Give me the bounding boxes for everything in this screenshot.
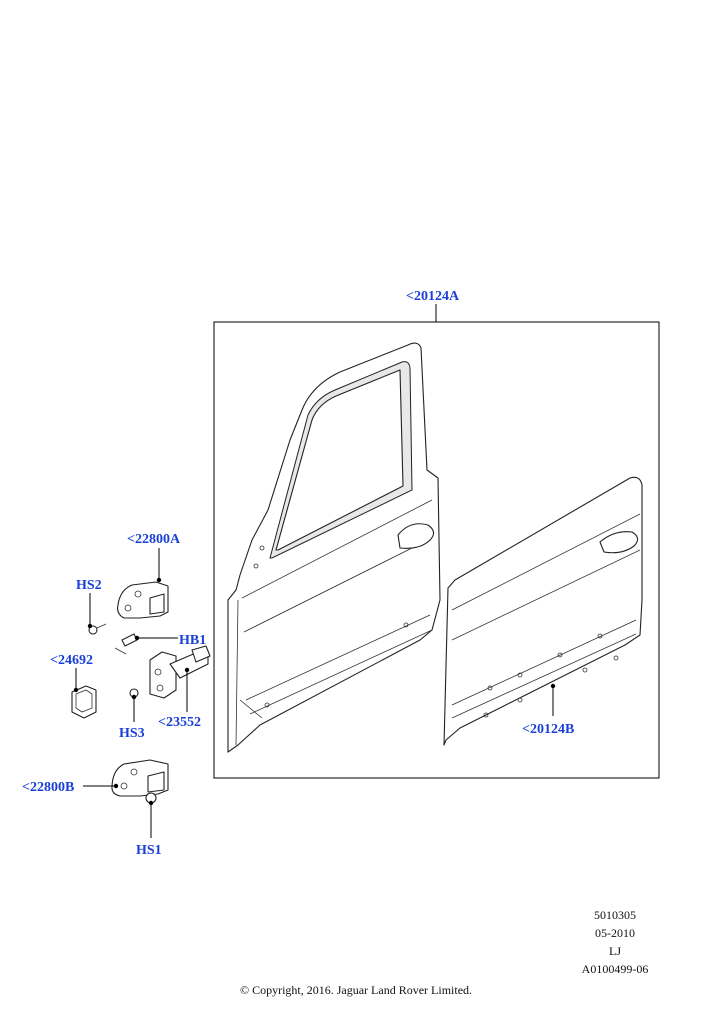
diagram-metadata: 5010305 05-2010 LJ A0100499-06	[560, 906, 670, 978]
lower-hinge-part	[83, 759, 169, 797]
diagram-code: 5010305	[594, 908, 636, 922]
callout-HS3[interactable]: HS3	[119, 726, 145, 741]
diagram-date: 05-2010	[595, 926, 635, 940]
callout-22800B[interactable]: <22800B	[22, 780, 74, 795]
rear-door-panel	[443, 476, 643, 746]
screw-hs3-part	[129, 688, 139, 722]
callout-HS2[interactable]: HS2	[76, 578, 102, 593]
callout-HS1[interactable]: HS1	[136, 843, 162, 858]
cover-24692-part	[71, 668, 97, 719]
callout-20124A[interactable]: <20124A	[406, 289, 460, 304]
screw-hs2-part	[87, 593, 107, 635]
copyright-notice: © Copyright, 2016. Jaguar Land Rover Lim…	[239, 983, 473, 997]
callout-24692[interactable]: <24692	[50, 653, 93, 668]
callout-23552[interactable]: <23552	[158, 715, 201, 730]
callout-22800A[interactable]: <22800A	[127, 532, 181, 547]
upper-hinge-part	[117, 548, 169, 619]
bolt-hb1-part	[114, 633, 178, 655]
screw-hs1-part	[145, 792, 157, 838]
diagram-initials: LJ	[609, 944, 621, 958]
callout-20124B[interactable]: <20124B	[522, 722, 574, 737]
check-strap-part	[149, 645, 211, 712]
front-door-shell	[227, 342, 441, 753]
callout-HB1[interactable]: HB1	[179, 633, 206, 648]
diagram-reference: A0100499-06	[581, 962, 649, 976]
